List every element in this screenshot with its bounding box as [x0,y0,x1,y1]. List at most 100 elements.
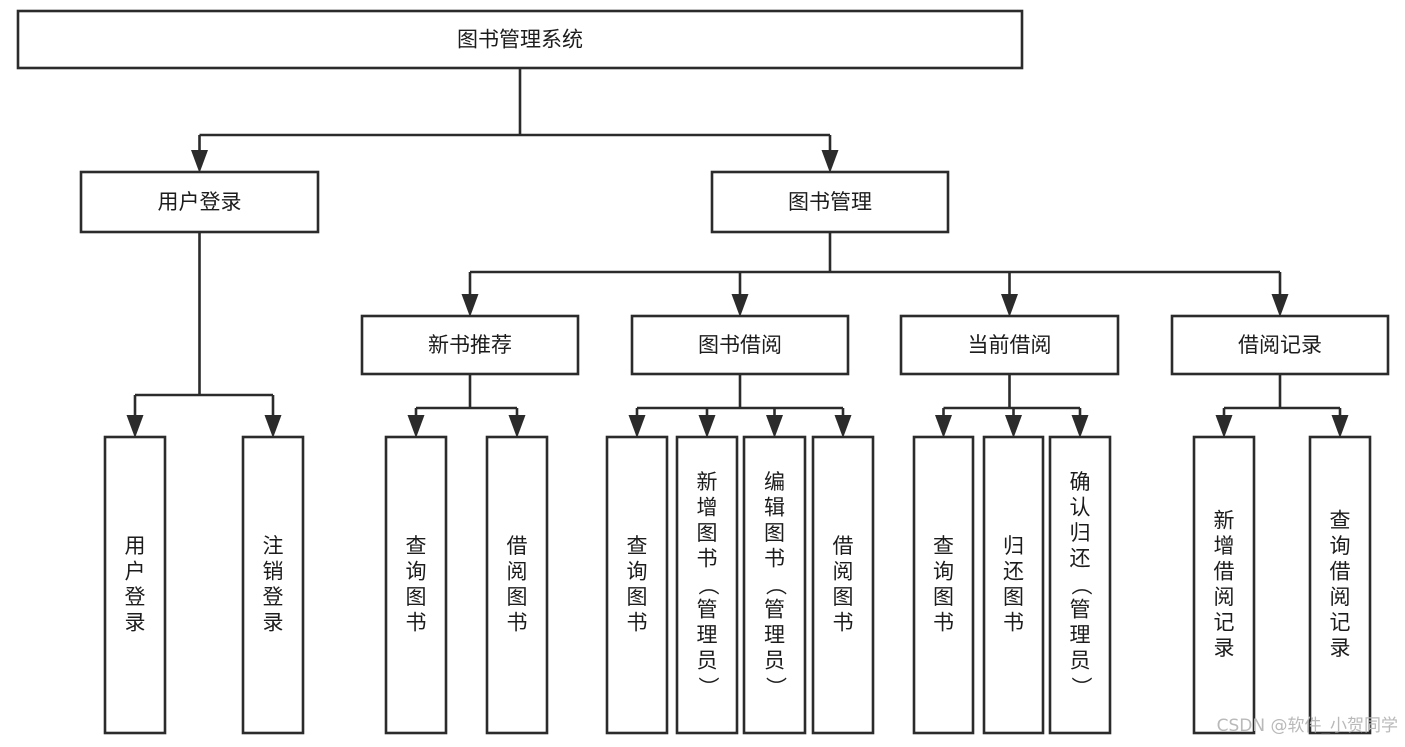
node-label-char: 编 [764,470,785,494]
node-label: 图书借阅 [698,333,782,357]
node-label-char: 员 [697,649,718,673]
node-label-char: 询 [1330,534,1351,558]
node-label-char: 图 [1003,585,1024,609]
node-borrow-do[interactable]: 借阅图书借阅图书 [811,435,875,735]
node-label-char: ） [1069,677,1093,698]
node-label-char: 还 [1003,559,1024,583]
node-newbook-query[interactable]: 查询图书查询图书 [384,435,448,735]
node-label-char: 户 [125,559,146,583]
node-label-char: 图 [697,521,718,545]
arrow-head-icon [407,415,425,438]
node-records-query[interactable]: 查询借阅记录查询借阅记录 [1308,435,1372,735]
node-box[interactable] [899,314,1120,376]
node-box[interactable] [811,435,875,735]
node-label-char: 书 [406,610,427,634]
node-label-char: 书 [764,547,785,571]
node-box[interactable] [16,9,1024,70]
node-records-add[interactable]: 新增借阅记录新增借阅记录 [1192,435,1256,735]
node-label-char: 借 [1330,559,1351,583]
node-label-char: 用 [125,534,146,558]
node-box[interactable] [605,435,669,735]
node-box[interactable] [485,435,549,735]
node-label-char: 记 [1330,610,1351,634]
node-label-char: 管 [697,598,718,622]
node-label: 新书推荐 [428,333,512,357]
node-label-char: 图 [406,585,427,609]
node-label-char: 图 [764,521,785,545]
node-label-char: 查 [1330,508,1351,532]
arrow-head-icon [834,415,852,438]
node-label-char: ） [764,677,788,698]
node-label: 当前借阅 [968,333,1052,357]
node-bookmgmt[interactable]: 图书管理 [710,170,950,234]
node-label-char: 借 [1214,559,1235,583]
node-label-char: 图 [833,585,854,609]
node-label-char: 阅 [1214,585,1235,609]
node-label-char: 录 [1214,636,1235,660]
node-label-char: （ [696,575,720,596]
node-current-return[interactable]: 归还图书归还图书 [982,435,1045,735]
arrow-head-icon [1215,415,1233,438]
node-borrow[interactable]: 图书借阅 [630,314,850,376]
node-login-out[interactable]: 注销登录注销登录 [241,435,305,735]
node-borrow-query[interactable]: 查询图书查询图书 [605,435,669,735]
arrow-head-icon [461,294,479,317]
node-label-char: 管 [764,598,785,622]
node-root[interactable]: 图书管理系统 [16,9,1024,70]
node-label-char: 询 [627,559,648,583]
node-label-char: 还 [1070,547,1091,571]
node-box[interactable] [1192,435,1256,735]
node-box[interactable] [675,435,739,735]
node-label-char: 理 [764,623,785,647]
arrow-head-icon [1001,294,1018,317]
node-box[interactable] [360,314,580,376]
node-label-char: ） [696,677,720,698]
node-box[interactable] [710,170,950,234]
node-box[interactable] [982,435,1045,735]
node-box[interactable] [1048,435,1112,735]
node-label-char: 新 [1214,508,1235,532]
node-newbook[interactable]: 新书推荐 [360,314,580,376]
node-current-query[interactable]: 查询图书查询图书 [912,435,975,735]
node-records[interactable]: 借阅记录 [1170,314,1390,376]
node-label-char: 查 [406,534,427,558]
node-box[interactable] [912,435,975,735]
arrow-head-icon [731,294,749,317]
arrow-head-icon [1331,415,1349,438]
node-box[interactable] [79,170,320,234]
arrow-head-icon [1005,415,1022,438]
node-newbook-borrow[interactable]: 借阅图书借阅图书 [485,435,549,735]
node-login-do[interactable]: 用户登录用户登录 [103,435,167,735]
node-label-char: 图 [507,585,528,609]
node-label-char: 书 [833,610,854,634]
node-box[interactable] [103,435,167,735]
node-box[interactable] [1308,435,1372,735]
node-login[interactable]: 用户登录 [79,170,320,234]
node-label-char: 书 [1003,610,1024,634]
node-current[interactable]: 当前借阅 [899,314,1120,376]
node-label: 用户登录 [158,190,242,214]
node-label-char: 询 [406,559,427,583]
node-box[interactable] [1170,314,1390,376]
node-label-char: 注 [263,534,284,558]
node-label-char: 书 [627,610,648,634]
node-label-char: 辑 [764,496,785,520]
connector-layer [126,68,1349,438]
arrow-head-icon [698,415,716,438]
node-label-char: 记 [1214,610,1235,634]
node-box[interactable] [384,435,448,735]
node-label-char: 图 [627,585,648,609]
node-box[interactable] [630,314,850,376]
node-layer: 图书管理系统用户登录图书管理新书推荐图书借阅当前借阅借阅记录用户登录用户登录注销… [16,9,1390,735]
csdn-watermark: CSDN @软件_小贺同学 [1217,716,1398,736]
node-label-char: 借 [507,534,528,558]
node-label-char: 销 [263,559,284,583]
arrow-head-icon [821,150,839,173]
node-box[interactable] [742,435,807,735]
node-label-char: 理 [697,623,718,647]
node-box[interactable] [241,435,305,735]
